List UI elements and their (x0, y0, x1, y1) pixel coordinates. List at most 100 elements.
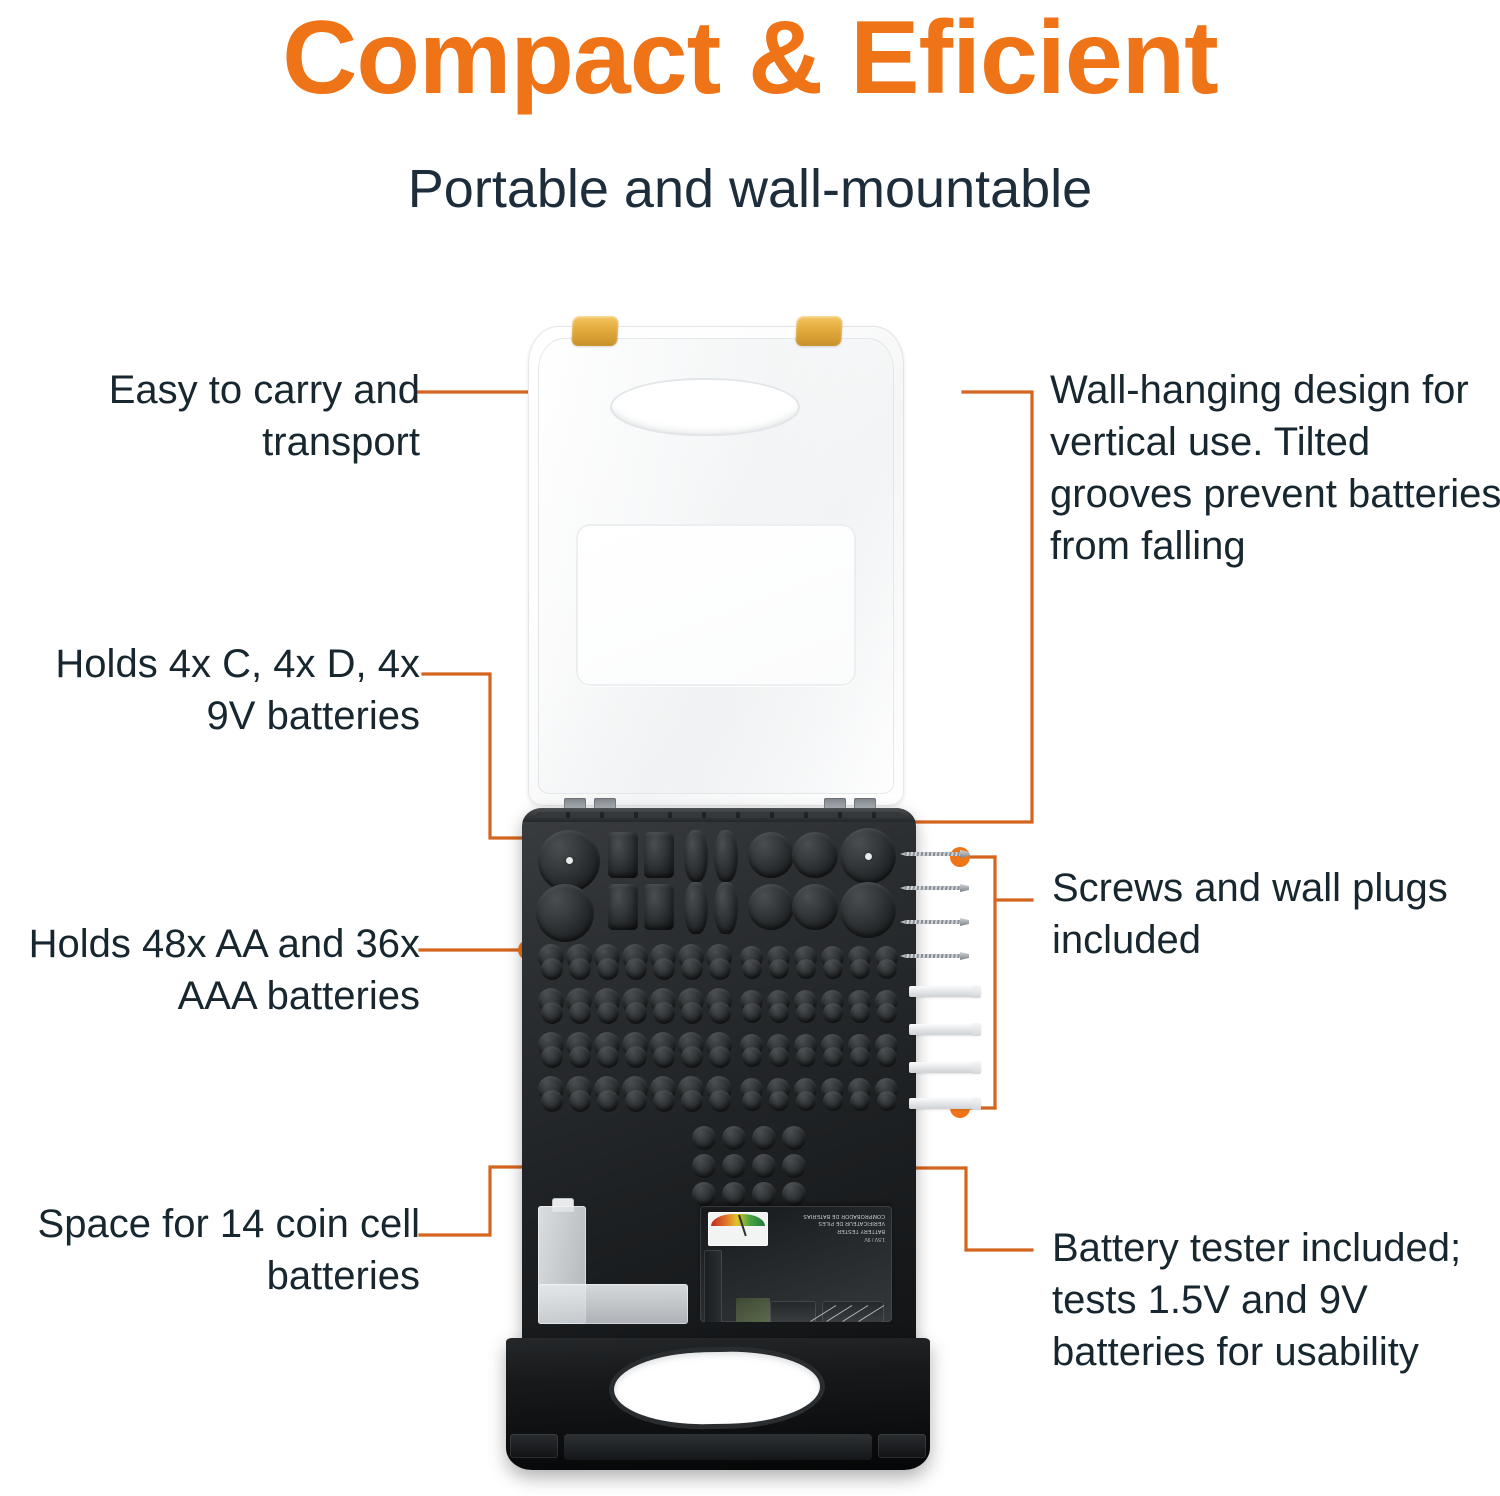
latch-right-icon (795, 316, 843, 346)
slot-aaa (692, 1154, 716, 1178)
slot-aaa (742, 959, 762, 979)
wall-mount-hole-icon (566, 857, 573, 864)
slot-aaa (752, 1154, 776, 1178)
slot-c-2 (792, 832, 838, 878)
slot-aaa (850, 1003, 870, 1023)
slot-aa (709, 1002, 731, 1024)
slot-aaa (796, 1047, 816, 1067)
callout-battery-tester: Battery tester included; tests 1.5V and … (1052, 1226, 1462, 1374)
slot-c-4 (748, 884, 794, 930)
slot-aa (625, 1002, 647, 1024)
slot-aaa (823, 1003, 843, 1023)
wall-mount-hole-icon (865, 853, 872, 860)
slot-9v-4 (644, 884, 674, 930)
slot-aa (541, 1002, 563, 1024)
slot-aa (681, 1046, 703, 1068)
callout-holds-c-d-9v: Holds 4x C, 4x D, 4x 9V batteries (55, 642, 420, 738)
wall-plug-icon (909, 985, 981, 998)
slot-c-6 (840, 882, 896, 938)
slot-aa (597, 1002, 619, 1024)
tester-gauge-icon (708, 1212, 768, 1246)
wall-plug-icon (909, 1061, 981, 1074)
slot-aaa (769, 1003, 789, 1023)
slot-9v-3 (608, 884, 638, 930)
tester-model-text: BATTERY TESTER VERIFICATEUR DE PILES COM… (803, 1213, 885, 1234)
slot-aa (541, 1090, 563, 1112)
callout-holds-aa-aaa: Holds 48x AA and 36x AAA batteries (28, 922, 420, 1018)
slot-aaa (877, 1091, 897, 1111)
slot-aaa (722, 1126, 746, 1150)
battery-slot-area (534, 826, 906, 1206)
slot-aa (569, 958, 591, 980)
slot-aaa (769, 1047, 789, 1067)
coin-cell-arm-h (538, 1284, 688, 1324)
case-lid (528, 326, 904, 806)
slot-aa (653, 1046, 675, 1068)
slot-aaa (722, 1154, 746, 1178)
slot-aa (597, 1090, 619, 1112)
slot-aaa (877, 1003, 897, 1023)
case-tray: 1.5V / 9V BATTERY TESTER VERIFICATEUR DE… (522, 808, 916, 1368)
screw-icon (900, 952, 983, 960)
slot-aaa (850, 1091, 870, 1111)
callout-coin-cell-space: Space for 14 coin cell batteries (37, 1202, 420, 1298)
slot-aa (569, 1002, 591, 1024)
slot-aaa (796, 959, 816, 979)
slot-c-1 (748, 832, 794, 878)
slot-aaa (769, 959, 789, 979)
battery-tester-module: 1.5V / 9V BATTERY TESTER VERIFICATEUR DE… (700, 1206, 892, 1322)
slot-aa (653, 1002, 675, 1024)
slot-aaa (823, 959, 843, 979)
hardware-group (900, 840, 1015, 1128)
tester-voltage-label: 1.5V / 9V (864, 1236, 885, 1242)
slot-aaa (796, 1091, 816, 1111)
slot-aaa (850, 959, 870, 979)
slot-small-col-2b (714, 882, 738, 934)
callout-easy-to-carry: Easy to carry and transport (108, 368, 420, 464)
slot-aa (681, 958, 703, 980)
slot-aa (597, 958, 619, 980)
header: Compact & Eficient Portable and wall-mou… (0, 0, 1500, 216)
slot-aaa (850, 1047, 870, 1067)
slot-aa (597, 1046, 619, 1068)
slot-aa (709, 958, 731, 980)
slot-aaa (823, 1091, 843, 1111)
slot-aa (653, 958, 675, 980)
slot-small-col-2a (714, 830, 738, 882)
product-image: 1.5V / 9V BATTERY TESTER VERIFICATEUR DE… (500, 300, 1060, 1470)
screw-icon (900, 850, 983, 858)
slot-aaa (742, 1003, 762, 1023)
screw-icon (900, 884, 983, 892)
tester-index-marks (774, 1278, 885, 1322)
slot-aa (681, 1002, 703, 1024)
slot-aaa (742, 1091, 762, 1111)
slot-aaa (692, 1126, 716, 1150)
lid-handle-cutout (610, 378, 800, 436)
wall-plug-icon (909, 1097, 981, 1110)
slot-aa (541, 1046, 563, 1068)
slot-aaa (823, 1047, 843, 1067)
slot-aa (541, 958, 563, 980)
slot-aaa (752, 1182, 776, 1206)
slot-aaa (782, 1182, 806, 1206)
slot-small-col-1b (684, 882, 708, 934)
latch-notch-right (878, 1434, 926, 1458)
tester-probe-arm (704, 1250, 722, 1322)
slot-aa (569, 1046, 591, 1068)
page-subtitle: Portable and wall-mountable (407, 159, 1093, 219)
tray-lip (522, 808, 916, 822)
slot-aa (625, 1090, 647, 1112)
slot-aa (653, 1090, 675, 1112)
slot-d-2 (536, 884, 594, 942)
slot-aaa (769, 1091, 789, 1111)
slot-aa (709, 1090, 731, 1112)
slot-aa (681, 1090, 703, 1112)
coin-cell-holder (538, 1198, 688, 1324)
slot-aaa (796, 1003, 816, 1023)
slot-aaa (742, 1047, 762, 1067)
slot-c-5 (792, 884, 838, 930)
slot-aaa (782, 1126, 806, 1150)
screw-icon (900, 918, 983, 926)
slot-aaa (752, 1126, 776, 1150)
lid-label-panel (576, 524, 856, 686)
